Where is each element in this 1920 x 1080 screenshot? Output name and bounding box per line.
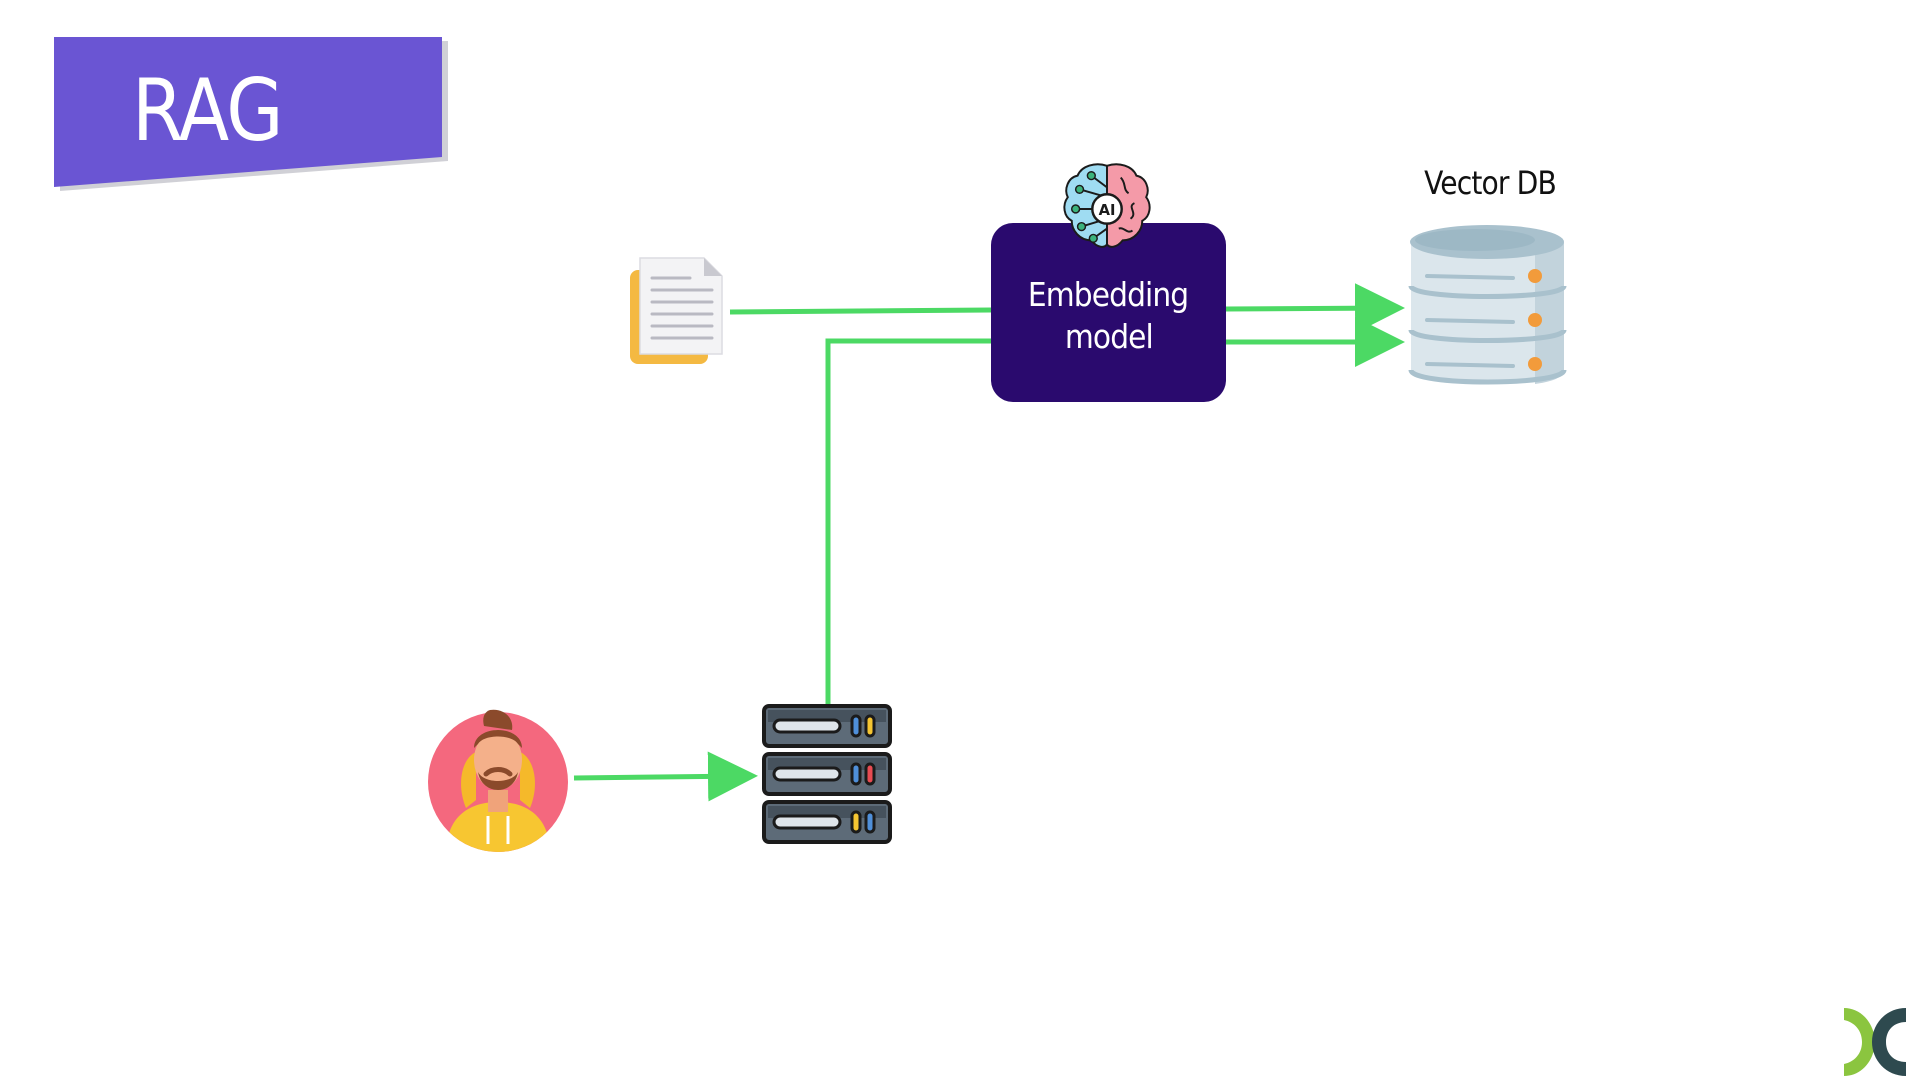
title-banner-shape: [54, 37, 448, 191]
user-avatar-icon: [428, 709, 568, 852]
ai-brain-icon: AI: [1063, 163, 1151, 248]
ai-badge-text: AI: [1099, 202, 1116, 219]
database-icon: [1408, 225, 1567, 385]
embedding-model-label-line1: Embedding: [1028, 274, 1189, 314]
edge-user-to-server: [573, 751, 758, 802]
edge-document-to-embedding: [729, 307, 992, 315]
embedding-model-box: Embedding model: [991, 223, 1226, 402]
title-banner: RAG: [54, 37, 448, 191]
slide-title: RAG: [132, 61, 284, 161]
edge-embedding-to-db-upper: [1225, 283, 1405, 334]
embedding-model-label-line2: model: [1064, 316, 1153, 356]
server-icon: [762, 704, 892, 844]
vector-db-label: Vector DB: [1424, 164, 1557, 202]
document-icon: [630, 257, 723, 364]
brand-logo-icon: [1844, 1008, 1906, 1076]
edge-server-to-embedding: [825, 338, 991, 705]
